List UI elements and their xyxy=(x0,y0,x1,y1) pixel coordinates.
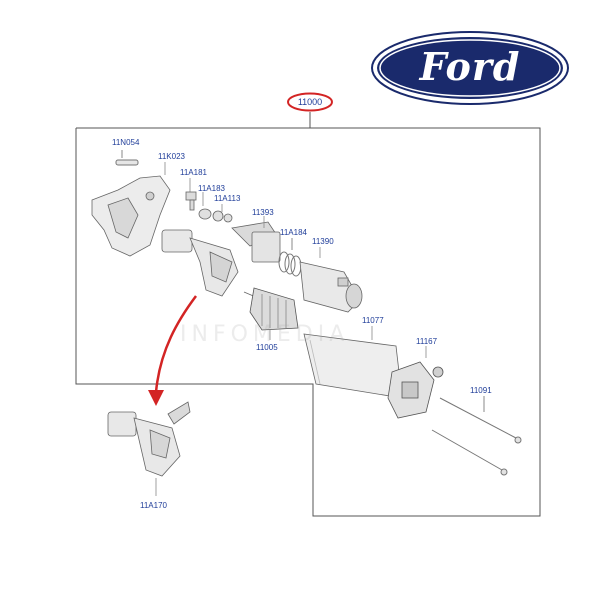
label-11A170: 11A170 xyxy=(140,501,167,510)
bolt-11N054 xyxy=(115,150,139,166)
washers-11A183-11A113 xyxy=(198,192,233,223)
ford-logo-text: Ford xyxy=(419,44,521,89)
label-11A184: 11A184 xyxy=(280,228,307,237)
bracket-11K023 xyxy=(91,162,171,257)
armature-11005 xyxy=(243,287,299,340)
label-11005: 11005 xyxy=(256,343,278,352)
label-11A183: 11A183 xyxy=(198,184,225,193)
detail-arrow-head xyxy=(148,390,164,406)
watermark-text: INFOMEDIA xyxy=(180,322,350,347)
main-assembly-number-text: 11000 xyxy=(297,97,323,107)
detail-part-11A170 xyxy=(107,401,191,496)
highlight-oval-icon xyxy=(287,92,333,112)
ford-oval-icon xyxy=(371,31,569,105)
ford-logo: Ford xyxy=(370,30,570,106)
label-11A181: 11A181 xyxy=(180,168,207,177)
spring-11A184 xyxy=(278,238,302,277)
label-11091: 11091 xyxy=(470,386,492,395)
label-11K023: 11K023 xyxy=(158,152,185,161)
end-cap-11167 xyxy=(387,346,444,419)
label-11167: 11167 xyxy=(416,337,438,346)
label-11390: 11390 xyxy=(312,237,334,246)
label-11393: 11393 xyxy=(252,208,274,217)
solenoid-11390 xyxy=(299,247,363,313)
label-11N054: 11N054 xyxy=(112,138,140,147)
label-11077: 11077 xyxy=(362,316,384,325)
label-11A113: 11A113 xyxy=(214,194,241,203)
lever-11393 xyxy=(251,216,281,263)
assembly-outline xyxy=(75,127,541,517)
screw-11A181 xyxy=(185,178,197,211)
through-bolts-11091 xyxy=(431,396,522,476)
detail-arrow xyxy=(154,295,198,393)
main-assembly-number: 11000 xyxy=(286,92,334,112)
